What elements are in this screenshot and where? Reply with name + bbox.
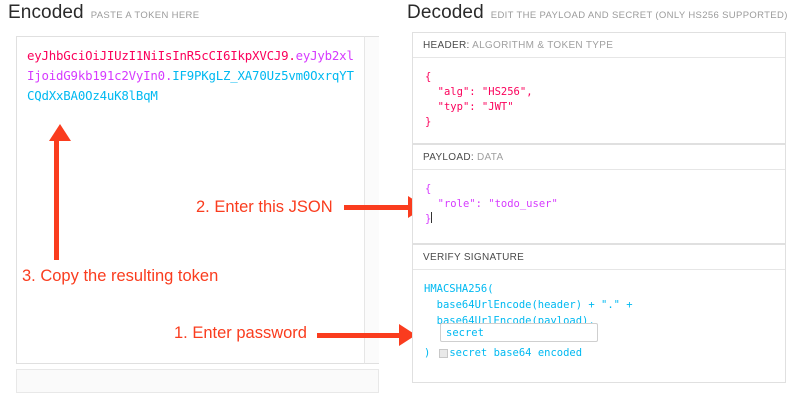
header-typ-key: "typ" — [437, 101, 470, 113]
text-caret — [431, 212, 433, 223]
decoded-payload-label-weak: DATA — [477, 152, 504, 163]
annotation-arrow-1-shaft — [317, 333, 401, 338]
encoded-token-textarea[interactable]: eyJhbGciOiJIUzI1NiIsInR5cCI6IkpXVCJ9.eyJ… — [16, 36, 379, 364]
decoded-payload-box: PAYLOAD: DATA { "role": "todo_user" } — [412, 144, 786, 244]
header-brace-open: { — [425, 71, 432, 83]
signature-tail-row: ) secret base64 encoded — [424, 346, 582, 360]
header-alg-key: "alg" — [437, 86, 470, 98]
header-alg-sep: : — [469, 86, 482, 98]
signature-formula-code: HMACSHA256( base64UrlEncode(header) + ".… — [413, 270, 785, 329]
decoded-payload-label-strong: PAYLOAD: — [423, 152, 474, 163]
payload-role-value: "todo_user" — [488, 198, 558, 210]
jwt-header-segment: eyJhbGciOiJIUzI1NiIsInR5cCI6IkpXVCJ9 — [27, 48, 289, 63]
encoded-heading: Encoded PASTE A TOKEN HERE — [8, 2, 199, 24]
jwt-token-text[interactable]: eyJhbGciOiJIUzI1NiIsInR5cCI6IkpXVCJ9.eyJ… — [27, 46, 357, 106]
decoded-header-code[interactable]: { "alg": "HS256", "typ": "JWT" } — [413, 58, 785, 130]
header-brace-close: } — [425, 116, 432, 128]
signature-line-1: HMACSHA256( — [424, 283, 494, 295]
encoded-scrollbar[interactable] — [364, 36, 379, 364]
annotation-arrow-3-head-icon — [49, 124, 71, 141]
header-typ-sep: : — [469, 101, 482, 113]
secret-input[interactable] — [440, 323, 598, 342]
annotation-step-1: 1. Enter password — [174, 324, 307, 342]
annotation-step-2: 2. Enter this JSON — [196, 198, 333, 216]
decoded-heading: Decoded EDIT THE PAYLOAD AND SECRET (ONL… — [407, 2, 788, 24]
decoded-header-label-weak: ALGORITHM & TOKEN TYPE — [472, 40, 614, 51]
jwt-signature-segment: IF9PKgLZ_XA70Uz5vm0OxrqYTCQdXxBA0Oz4uK8l… — [27, 68, 354, 103]
decoded-payload-code[interactable]: { "role": "todo_user" } — [413, 170, 785, 227]
jwt-separator-1: . — [288, 48, 296, 63]
encoded-panel: Encoded PASTE A TOKEN HERE eyJhbGciOiJIU… — [8, 2, 410, 393]
encoded-title: Encoded — [8, 2, 84, 23]
jwt-payload-segment: eyJyb2xlIjoidG9kb191c2VyIn0 — [27, 48, 354, 83]
payload-role-sep: : — [475, 198, 489, 210]
header-alg-value: "HS256" — [481, 86, 527, 98]
decoded-signature-label-strong: VERIFY SIGNATURE — [423, 252, 525, 263]
annotation-arrow-3-shaft — [54, 140, 59, 260]
annotation-arrow-1-head-icon — [399, 324, 416, 346]
header-alg-comma: , — [526, 86, 533, 98]
payload-brace-open: { — [425, 183, 432, 195]
header-typ-value: "JWT" — [481, 101, 514, 113]
decoded-signature-box: VERIFY SIGNATURE HMACSHA256( base64UrlEn… — [412, 244, 786, 383]
signature-close-paren: ) — [424, 347, 431, 359]
decoded-header-label: HEADER: ALGORITHM & TOKEN TYPE — [413, 33, 785, 58]
decoded-signature-label: VERIFY SIGNATURE — [413, 245, 785, 270]
payload-brace-close: } — [425, 213, 432, 225]
jwt-separator-2: . — [164, 68, 173, 83]
annotation-step-3: 3. Copy the resulting token — [22, 267, 219, 285]
annotation-arrow-2-shaft — [344, 205, 410, 210]
decoded-subtitle: EDIT THE PAYLOAD AND SECRET (ONLY HS256 … — [490, 10, 788, 21]
decoded-header-label-strong: HEADER: — [423, 40, 470, 51]
decoded-payload-label: PAYLOAD: DATA — [413, 145, 785, 170]
payload-role-key: "role" — [437, 198, 476, 210]
decoded-panel: Decoded EDIT THE PAYLOAD AND SECRET (ONL… — [400, 0, 793, 411]
encoded-subtitle: PASTE A TOKEN HERE — [90, 10, 200, 21]
secret-base64-checkbox[interactable] — [439, 348, 449, 358]
secret-base64-label[interactable]: secret base64 encoded — [449, 347, 583, 359]
encoded-footer-bar — [16, 369, 379, 393]
decoded-header-box: HEADER: ALGORITHM & TOKEN TYPE { "alg": … — [412, 32, 786, 144]
signature-line-2: base64UrlEncode(header) + "." + — [424, 299, 633, 311]
decoded-title: Decoded — [407, 2, 484, 23]
